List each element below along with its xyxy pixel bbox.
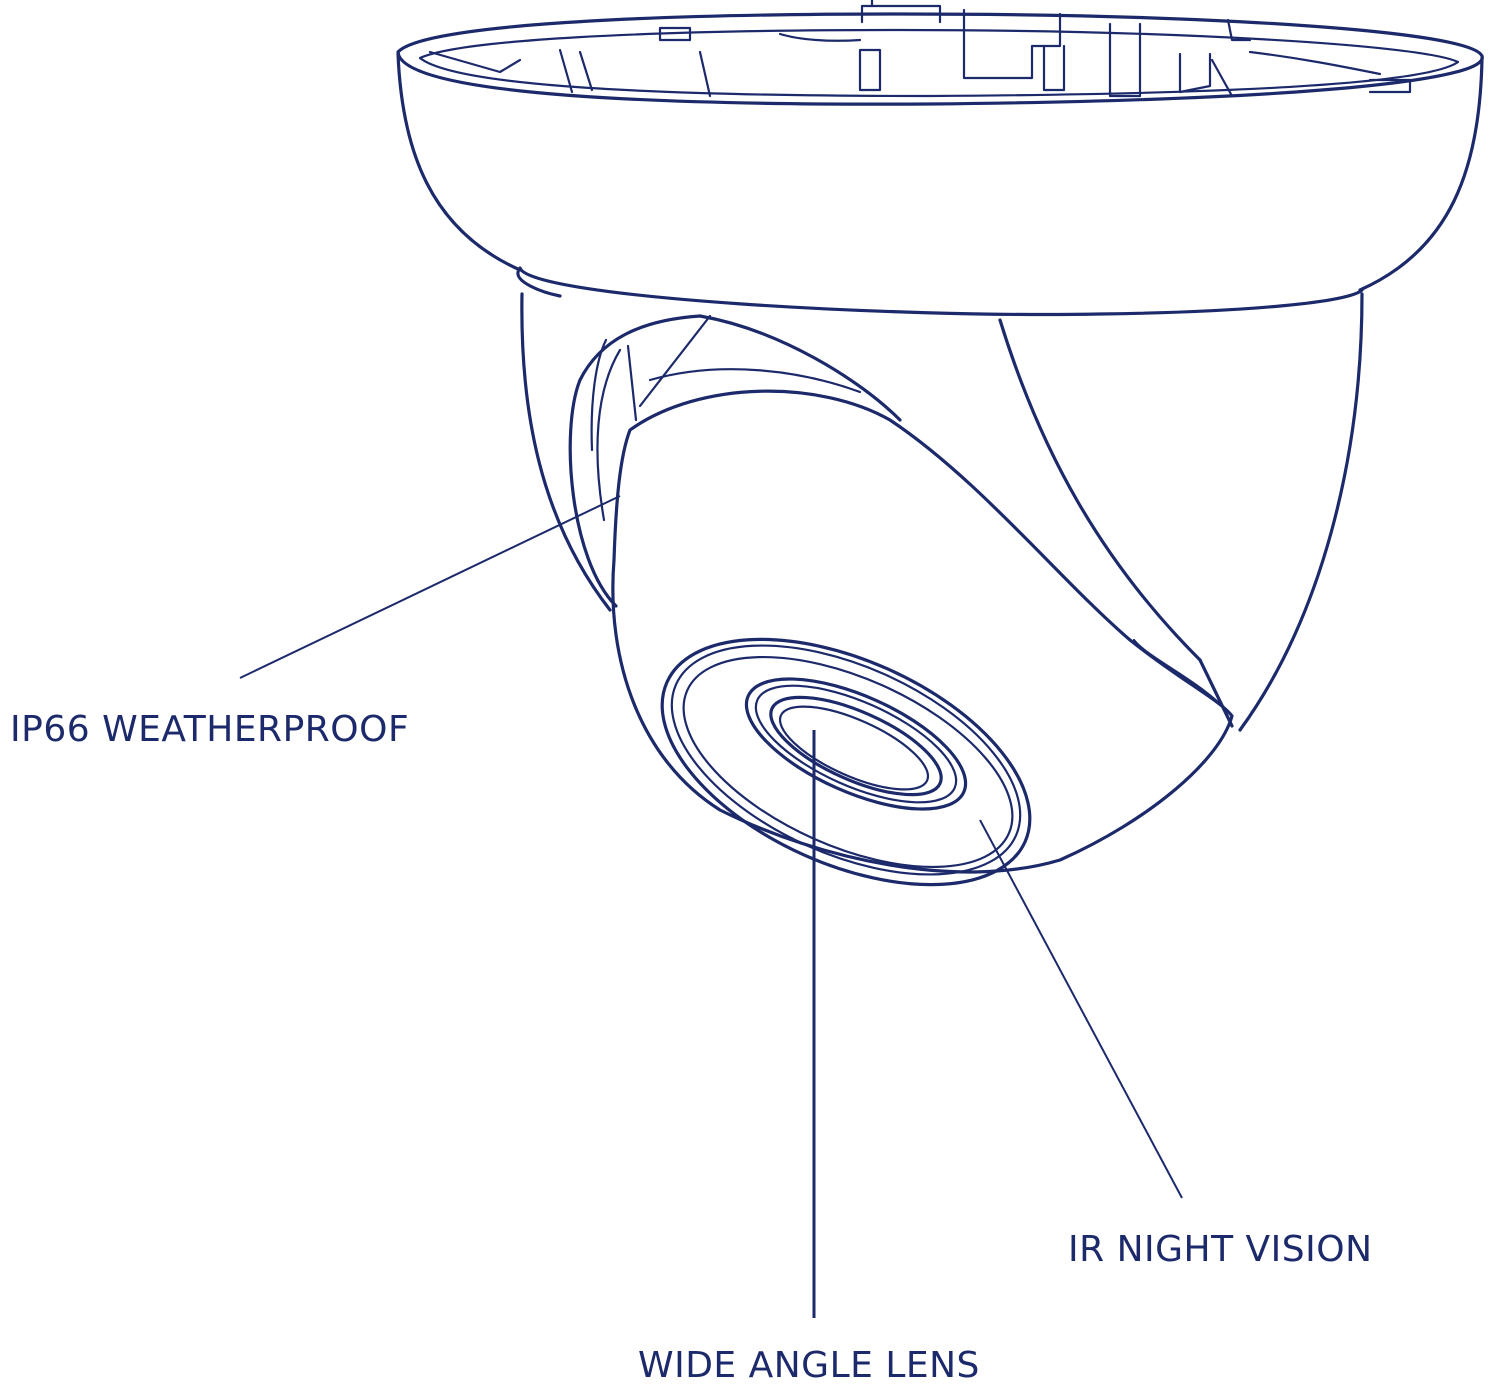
callout-lens: WIDE ANGLE LENS — [638, 1345, 980, 1386]
leader-night-vision — [979, 819, 1183, 1199]
lens-assembly — [660, 637, 1032, 887]
ball-housing — [568, 314, 1234, 874]
leader-weatherproof — [239, 495, 621, 679]
dome-cover — [520, 292, 1364, 732]
mounting-base — [396, 12, 1484, 317]
callout-night-vision: IR NIGHT VISION — [1068, 1229, 1373, 1270]
base-internal-clips — [428, 0, 1412, 98]
callout-weatherproof: IP66 WEATHERPROOF — [10, 709, 410, 750]
